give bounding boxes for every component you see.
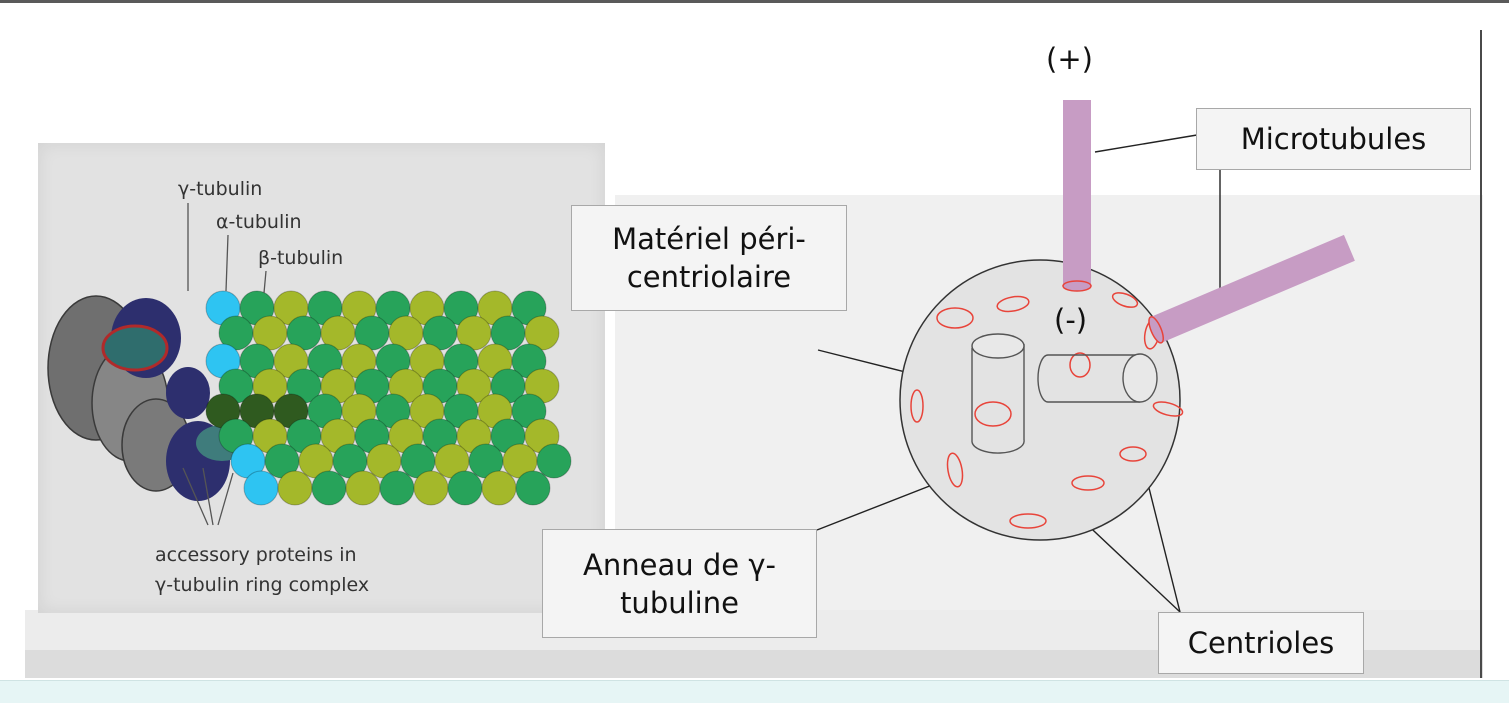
accessory-label-line1: accessory proteins in <box>155 544 357 566</box>
gamma-tubulin-label: γ-tubulin <box>178 178 263 200</box>
tubulin-subunit <box>515 470 551 506</box>
accessory-label-line2: γ-tubulin ring complex <box>155 574 370 596</box>
plus-end-label: (+) <box>1046 42 1093 76</box>
minus-end-label: (-) <box>1054 303 1088 337</box>
microtubule-vertical <box>1062 100 1092 292</box>
top-border <box>0 0 1509 3</box>
microtubule-diagonal <box>1148 234 1355 344</box>
centrioles-callout: Centrioles <box>1158 612 1364 674</box>
microtubules-callout: Microtubules <box>1196 108 1471 170</box>
tubulin-photo: γ-tubulin α-tubulin β-tubulin accessory … <box>38 143 605 613</box>
pericentriolar-callout: Matériel péri- centriolaire <box>571 205 847 311</box>
gamma-ring-callout: Anneau de γ- tubuline <box>542 529 817 638</box>
tubulin-structure-illustration <box>47 203 572 526</box>
centrosome-sphere <box>899 259 1181 541</box>
tubulin-subunit <box>536 443 572 479</box>
right-divider <box>1480 30 1482 678</box>
tubulin-subunit <box>524 315 560 351</box>
photo-pointers <box>182 203 267 526</box>
footer-bar <box>0 680 1509 703</box>
ring-complex-proteins <box>101 298 248 501</box>
centriole-vertical <box>971 333 1025 454</box>
centriole-horizontal <box>1037 353 1158 403</box>
alpha-tubulin-label: α-tubulin <box>216 211 302 233</box>
beta-tubulin-label: β-tubulin <box>258 247 344 269</box>
tubulin-lattice <box>205 290 572 506</box>
